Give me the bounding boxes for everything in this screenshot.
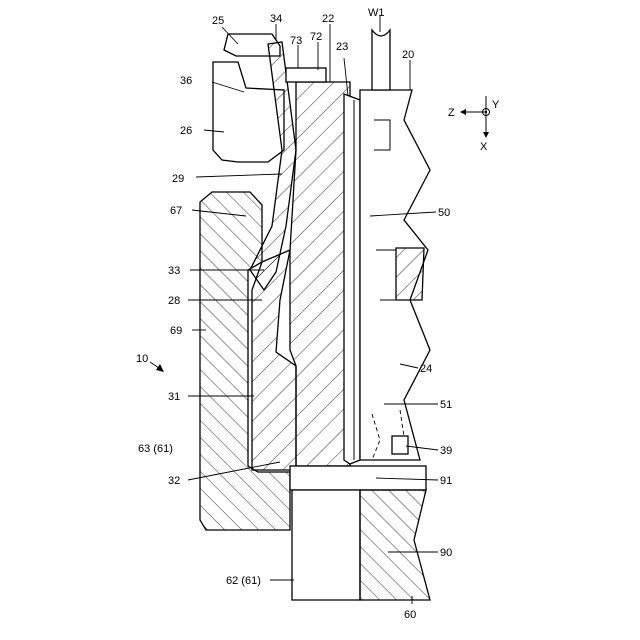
label-22: 22 bbox=[322, 13, 334, 25]
label-20: 20 bbox=[402, 49, 414, 61]
strip-72 bbox=[286, 68, 326, 82]
label-10: 10 bbox=[136, 353, 148, 365]
label-w1: W1 bbox=[368, 7, 385, 19]
label-50: 50 bbox=[438, 207, 450, 219]
label-32: 32 bbox=[168, 475, 180, 487]
contact-39 bbox=[392, 436, 408, 454]
label-51: 51 bbox=[440, 399, 452, 411]
label-72: 72 bbox=[310, 31, 322, 43]
part-90 bbox=[360, 490, 430, 600]
rod-w1 bbox=[372, 30, 390, 90]
label-73: 73 bbox=[290, 35, 302, 47]
label-67: 67 bbox=[170, 205, 182, 217]
label-62: 62 (61) bbox=[226, 575, 261, 587]
axis-x-label: X bbox=[480, 141, 488, 153]
label-69: 69 bbox=[170, 325, 182, 337]
label-31: 31 bbox=[168, 391, 180, 403]
label-26: 26 bbox=[180, 125, 192, 137]
part-23 bbox=[344, 94, 360, 464]
label-34: 34 bbox=[270, 13, 282, 25]
label-24: 24 bbox=[420, 363, 432, 375]
label-23: 23 bbox=[336, 41, 348, 53]
column-22 bbox=[290, 82, 350, 466]
label-25: 25 bbox=[212, 15, 224, 27]
label-28: 28 bbox=[168, 295, 180, 307]
base-62 bbox=[292, 490, 360, 600]
axis-indicator: Z Y X bbox=[448, 96, 500, 153]
arrow-10-head bbox=[156, 364, 164, 372]
block-24 bbox=[396, 248, 424, 300]
label-39: 39 bbox=[440, 445, 452, 457]
axis-z-label: Z bbox=[448, 107, 455, 119]
label-91: 91 bbox=[440, 475, 452, 487]
label-63: 63 (61) bbox=[138, 443, 173, 455]
label-29: 29 bbox=[172, 173, 184, 185]
plate-91 bbox=[290, 466, 426, 490]
label-90: 90 bbox=[440, 547, 452, 559]
label-60: 60 bbox=[404, 609, 416, 621]
axis-y-label: Y bbox=[492, 99, 500, 111]
label-33: 33 bbox=[168, 265, 180, 277]
label-36: 36 bbox=[180, 75, 192, 87]
